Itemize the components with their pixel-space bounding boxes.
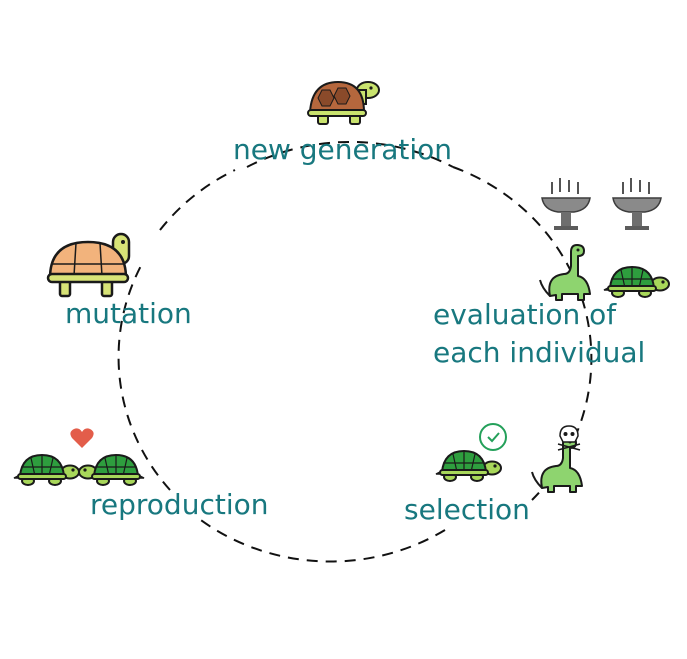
turtle-icon (603, 266, 670, 298)
step-label-selection: selection (404, 493, 530, 526)
step-label-mutation: mutation (65, 297, 192, 330)
step-label-reproduction: reproduction (90, 488, 269, 521)
turtle-icon (78, 454, 145, 486)
turtle-icon (13, 454, 80, 486)
check-icon (479, 423, 507, 451)
skull-icon (557, 425, 581, 451)
turtle-icon (435, 450, 502, 482)
step-label-new-generation: new generation (233, 133, 453, 166)
flame-bowl-icon (541, 177, 591, 231)
cycle-arc-left (117, 261, 171, 491)
cycle-arc-left-top (159, 169, 236, 231)
tortoise-icon (307, 80, 380, 125)
flame-bowl-icon (612, 177, 662, 231)
step-label-evaluation: evaluation of each individual (433, 296, 645, 372)
dinosaur-icon (539, 244, 591, 301)
step-label-evaluation-line2: each individual (433, 336, 646, 369)
cycle-arc-top (246, 140, 454, 168)
step-label-evaluation-line1: evaluation of (433, 298, 617, 331)
heart-icon (70, 428, 94, 448)
tortoise-icon (46, 232, 131, 298)
